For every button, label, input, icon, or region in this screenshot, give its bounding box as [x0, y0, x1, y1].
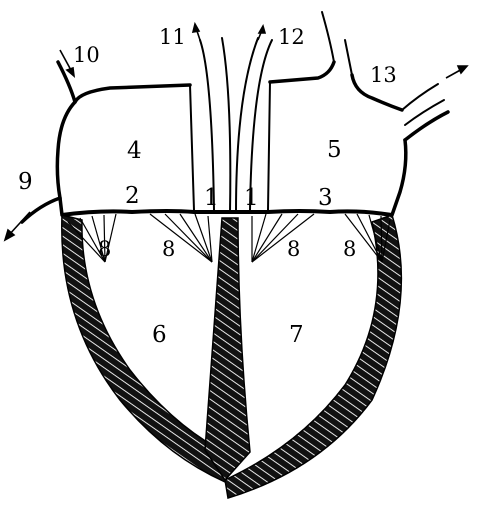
arrowhead-12: [257, 23, 267, 34]
label-3: 3: [318, 185, 333, 211]
atrium-left-wall: [55, 83, 192, 217]
arrow-9: [7, 211, 31, 237]
label-8-c: 8: [287, 237, 300, 261]
vessel-left-inner: [199, 39, 215, 211]
vessel-12-b: [344, 39, 353, 76]
label-12: 12: [278, 25, 305, 49]
septum-wall: [204, 217, 251, 482]
diagram-labels: 1 1 2 3 4 5 6 7 8 8 8 8 9 10 11 12 13: [18, 25, 397, 348]
vessel-13-lower: [404, 99, 445, 126]
chordae-tendineae: [67, 213, 391, 263]
label-8-d: 8: [343, 237, 356, 261]
atrium-right-side: [390, 138, 408, 217]
label-7: 7: [289, 322, 304, 348]
label-8-a: 8: [98, 237, 111, 261]
label-13: 13: [370, 63, 397, 87]
vessel-right-inner: [249, 39, 273, 211]
label-6: 6: [152, 322, 167, 348]
vessel-right-outer: [267, 81, 271, 211]
atrium-right-vein: [403, 110, 450, 142]
label-5: 5: [327, 137, 342, 163]
flow-arrows: [3, 21, 469, 242]
great-vessels: [189, 11, 445, 213]
atrium-right-arc: [350, 73, 404, 112]
label-10: 10: [73, 43, 100, 67]
arrowhead-11: [191, 21, 201, 33]
arrowhead-9: [3, 228, 16, 242]
arrowhead-10: [65, 66, 76, 78]
label-9: 9: [18, 169, 33, 195]
chordae-group-d: [344, 213, 391, 263]
chordae-group-a: [67, 213, 117, 263]
vessel-12-a: [321, 11, 335, 63]
vessel-13-upper: [401, 83, 439, 111]
atria-outline: [20, 60, 450, 224]
label-4: 4: [127, 138, 142, 164]
label-1-right: 1: [244, 185, 259, 211]
arrowhead-13: [456, 65, 469, 75]
atrium-right-wall: [268, 60, 336, 84]
chordae-group-c: [251, 213, 315, 263]
atrium-left-vein-top: [56, 60, 77, 104]
chordae-group-b: [149, 213, 213, 263]
label-1-left: 1: [204, 185, 219, 211]
vessel-center-right: [235, 37, 259, 213]
label-2: 2: [125, 183, 140, 209]
label-8-b: 8: [162, 237, 175, 261]
vessel-left-outer: [189, 84, 195, 211]
vessel-center-left: [221, 37, 232, 213]
atrium-left-vein-bottom: [20, 196, 62, 224]
right-ventricle-wall: [224, 214, 403, 499]
label-11: 11: [159, 25, 186, 49]
valve-ring-line: [61, 209, 393, 217]
